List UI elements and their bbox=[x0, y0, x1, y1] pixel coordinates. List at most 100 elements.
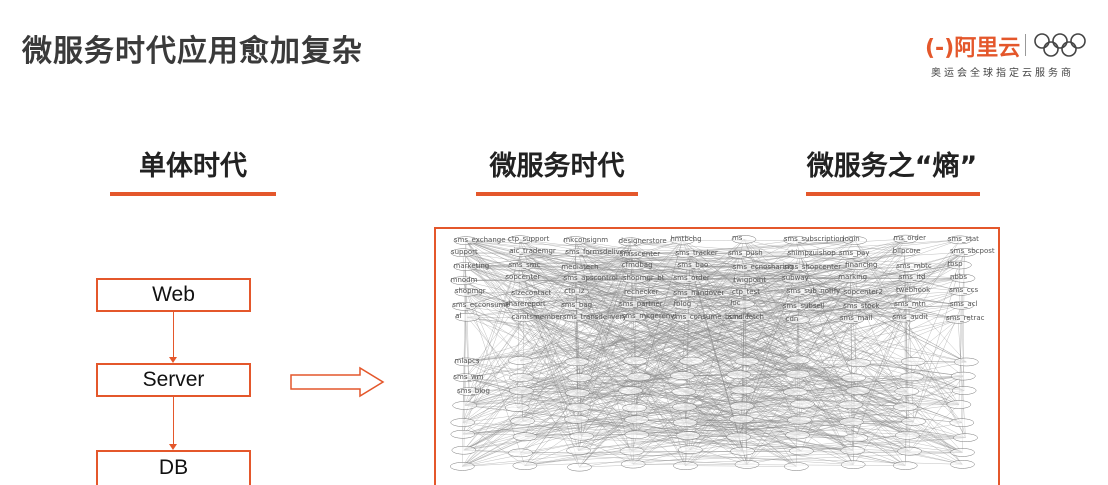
dependency-edge bbox=[465, 240, 632, 305]
service-node bbox=[508, 448, 533, 458]
service-node bbox=[621, 313, 646, 322]
service-node-label: shopmgr_bt bbox=[622, 274, 665, 283]
service-node bbox=[566, 403, 591, 412]
dependency-edge bbox=[517, 317, 685, 408]
service-node bbox=[678, 445, 703, 454]
service-node-label: sms_handover bbox=[673, 288, 725, 297]
dependency-edge bbox=[462, 252, 965, 467]
dependency-edge bbox=[740, 317, 967, 363]
service-node bbox=[505, 273, 530, 283]
service-node bbox=[838, 400, 864, 410]
dependency-edge bbox=[579, 240, 796, 468]
service-node-label: sms_bag bbox=[561, 301, 593, 310]
service-node bbox=[895, 286, 921, 296]
service-node bbox=[509, 386, 534, 395]
service-node-label: sms_order bbox=[673, 274, 710, 283]
dependency-edge bbox=[462, 422, 633, 452]
service-node bbox=[728, 313, 753, 323]
dependency-edge bbox=[523, 293, 637, 420]
service-node-label: twebhook bbox=[895, 286, 931, 295]
dependency-edge bbox=[463, 317, 685, 451]
dependency-edge bbox=[630, 241, 800, 255]
dependency-edge bbox=[635, 292, 802, 452]
service-node bbox=[620, 459, 646, 469]
service-node bbox=[947, 235, 973, 245]
service-node bbox=[731, 235, 757, 244]
service-node bbox=[843, 288, 868, 298]
dependency-edge bbox=[687, 374, 740, 436]
service-node bbox=[675, 431, 701, 440]
dependency-edge bbox=[465, 240, 577, 420]
service-node-label: sharereport bbox=[504, 300, 546, 309]
dependency-edge bbox=[464, 306, 633, 452]
dependency-edge bbox=[797, 252, 965, 361]
service-node bbox=[951, 371, 976, 381]
service-node-label: sms_sbcpost bbox=[950, 247, 995, 256]
service-node-label: sms_smc bbox=[508, 261, 541, 270]
dependency-edge bbox=[904, 317, 966, 438]
dependency-edge bbox=[462, 437, 966, 467]
dependency-edge bbox=[465, 240, 962, 423]
service-node-label: ctp_iz bbox=[564, 286, 585, 295]
service-node-label: ctp_support bbox=[507, 234, 550, 243]
service-node bbox=[898, 274, 923, 283]
service-node-label: sms_exchange bbox=[453, 235, 506, 244]
service-node-label: support bbox=[450, 247, 478, 256]
service-node bbox=[452, 401, 477, 410]
service-node bbox=[450, 430, 476, 439]
service-node bbox=[566, 446, 591, 455]
service-node-label: sms_acl bbox=[949, 300, 978, 309]
service-node bbox=[672, 402, 697, 412]
olympic-rings-icon bbox=[1034, 33, 1086, 57]
service-node-label: sms_mail bbox=[839, 314, 873, 323]
service-node-label: sms_partner bbox=[619, 299, 663, 308]
dependency-edge bbox=[521, 252, 743, 452]
dependency-edge bbox=[521, 390, 959, 405]
service-node bbox=[453, 236, 479, 245]
dependency-edge bbox=[520, 266, 907, 306]
connector-web-server bbox=[173, 312, 174, 357]
dependency-edge bbox=[521, 377, 906, 408]
service-node-label: rechecker bbox=[624, 287, 659, 296]
section-underline-monolith bbox=[110, 192, 276, 196]
service-node bbox=[453, 373, 478, 382]
dependency-edge bbox=[691, 238, 906, 362]
dependency-edge bbox=[849, 278, 859, 391]
dependency-edge bbox=[851, 391, 907, 423]
dependency-edge bbox=[522, 317, 524, 421]
dependency-edge bbox=[738, 374, 963, 453]
arrowhead-server bbox=[169, 357, 177, 363]
service-node-label: shopmgr bbox=[454, 287, 486, 296]
service-node bbox=[845, 386, 871, 395]
service-node-label: sms_itd bbox=[898, 273, 926, 282]
connector-server-db bbox=[173, 397, 174, 444]
service-node bbox=[624, 430, 650, 439]
service-node bbox=[673, 275, 698, 284]
service-node-label: cdn bbox=[785, 314, 799, 323]
service-node bbox=[560, 302, 586, 311]
service-node bbox=[564, 357, 590, 367]
dependency-edge bbox=[799, 253, 909, 268]
dependency-edge bbox=[849, 278, 906, 407]
service-node-label: sms_ecnosharing bbox=[732, 262, 794, 271]
service-node-label: mnodm bbox=[450, 275, 478, 284]
brand-logo: (-)阿里云 奥运会全球指定云服务商 bbox=[925, 30, 1090, 80]
dependency-edge bbox=[575, 240, 640, 377]
dependency-edge bbox=[907, 305, 963, 436]
dependency-edge bbox=[520, 360, 803, 405]
service-node bbox=[622, 403, 647, 413]
service-node bbox=[843, 302, 868, 311]
dependency-edge bbox=[520, 266, 580, 468]
service-node-label: marketing bbox=[453, 261, 490, 270]
dependency-edge bbox=[682, 292, 856, 376]
service-node bbox=[565, 388, 590, 398]
service-node-label: sms_mbtc bbox=[896, 262, 932, 271]
service-node bbox=[730, 299, 755, 309]
service-node-label: marking bbox=[838, 273, 868, 282]
service-node bbox=[567, 373, 593, 382]
dependency-edge bbox=[574, 317, 743, 391]
dependency-edge bbox=[521, 252, 574, 307]
service-node-label: subway bbox=[782, 274, 809, 283]
service-node-label: sms_subsell bbox=[782, 301, 825, 310]
